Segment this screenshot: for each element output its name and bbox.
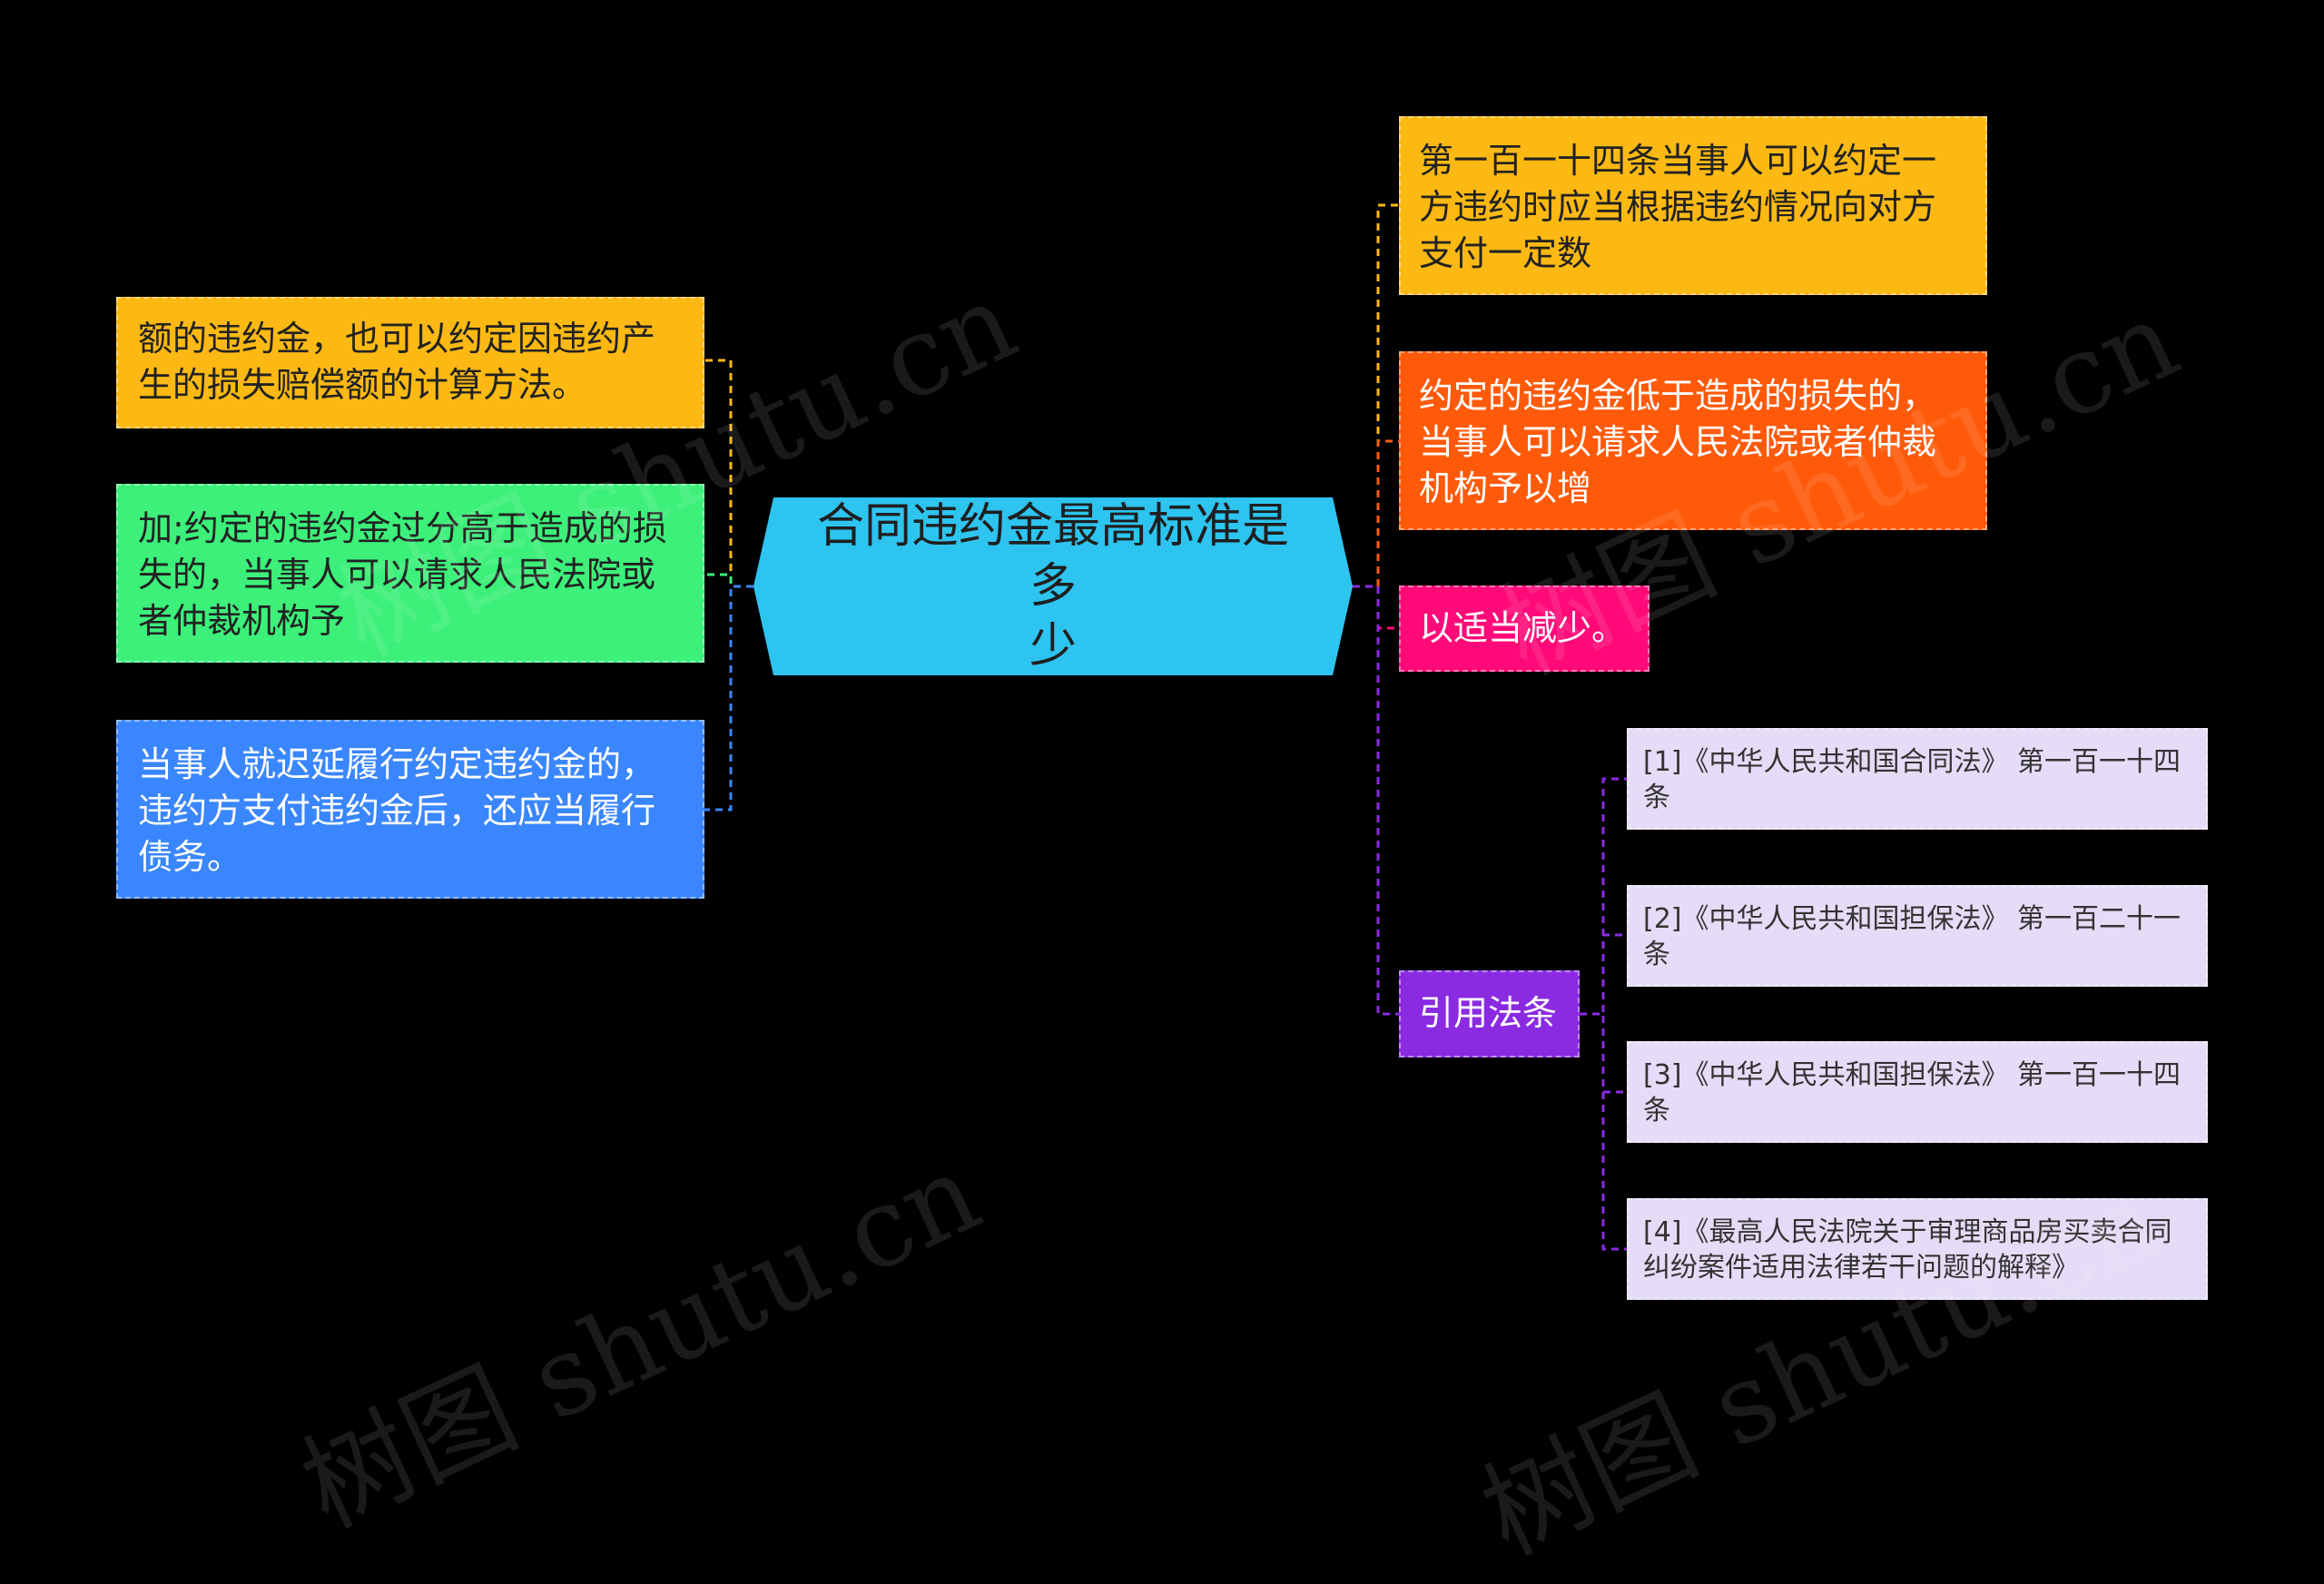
right-node-3[interactable]: 以适当减少。 <box>1399 585 1649 672</box>
right-node-3-text: 以适当减少。 <box>1419 608 1627 648</box>
citation-node-2-text: [2]《中华人民共和国担保法》 第一百二十一 条 <box>1643 903 2181 970</box>
right-node-2-text: 约定的违约金低于造成的损失的， 当事人可以请求人民法院或者仲裁 机构予以增 <box>1419 376 1937 508</box>
citation-node-3[interactable]: [3]《中华人民共和国担保法》 第一百一十四 条 <box>1627 1041 2208 1143</box>
connector-citation-3 <box>1580 1012 1627 1094</box>
connector-citation-2 <box>1580 933 1627 1016</box>
left-node-1[interactable]: 额的违约金，也可以约定因违约产 生的损失赔偿额的计算方法。 <box>116 297 704 428</box>
mindmap-canvas: 合同违约金最高标准是多 少 额的违约金，也可以约定因违约产 生的损失赔偿额的计算… <box>116 116 2208 1579</box>
left-node-1-text: 额的违约金，也可以约定因违约产 生的损失赔偿额的计算方法。 <box>138 319 656 405</box>
connector-citation-4 <box>1580 1012 1627 1251</box>
citation-node-1-text: [1]《中华人民共和国合同法》 第一百一十四 条 <box>1643 746 2181 813</box>
connector-left-2 <box>704 573 753 588</box>
right-node-cited-laws[interactable]: 引用法条 <box>1399 970 1580 1058</box>
left-node-2[interactable]: 加;约定的违约金过分高于造成的损 失的，当事人可以请求人民法院或 者仲裁机构予 <box>116 484 704 663</box>
citation-node-1[interactable]: [1]《中华人民共和国合同法》 第一百一十四 条 <box>1627 728 2208 830</box>
left-node-2-text: 加;约定的违约金过分高于造成的损 失的，当事人可以请求人民法院或 者仲裁机构予 <box>138 508 667 641</box>
root-title: 合同违约金最高标准是多 少 <box>816 499 1289 674</box>
connector-right-2 <box>1353 439 1399 588</box>
citation-node-2[interactable]: [2]《中华人民共和国担保法》 第一百二十一 条 <box>1627 885 2208 987</box>
citation-node-3-text: [3]《中华人民共和国担保法》 第一百一十四 条 <box>1643 1059 2181 1127</box>
connector-right-1 <box>1353 203 1399 588</box>
citation-node-4-text: [4]《最高人民法院关于审理商品房买卖合同 纠纷案件适用法律若干问题的解释》 <box>1643 1216 2172 1284</box>
connector-right-3 <box>1353 585 1399 630</box>
watermark-3: 树图 shutu.cn <box>284 1129 999 1552</box>
connector-left-1 <box>704 359 753 588</box>
right-node-cited-laws-text: 引用法条 <box>1419 993 1558 1033</box>
right-node-1-text: 第一百一十四条当事人可以约定一 方违约时应当根据违约情况向对方 支付一定数 <box>1419 141 1937 273</box>
connector-left-3 <box>704 585 753 812</box>
connector-citation-1 <box>1580 777 1627 1016</box>
right-node-1[interactable]: 第一百一十四条当事人可以约定一 方违约时应当根据违约情况向对方 支付一定数 <box>1399 116 1987 295</box>
connector-right-4 <box>1353 585 1399 1016</box>
citation-node-4[interactable]: [4]《最高人民法院关于审理商品房买卖合同 纠纷案件适用法律若干问题的解释》 <box>1627 1198 2208 1300</box>
root-hexagon-shape <box>753 497 1353 675</box>
left-node-3[interactable]: 当事人就迟延履行约定违约金的， 违约方支付违约金后，还应当履行 债务。 <box>116 720 704 899</box>
root-node[interactable]: 合同违约金最高标准是多 少 <box>753 497 1353 675</box>
left-node-3-text: 当事人就迟延履行约定违约金的， 违约方支付违约金后，还应当履行 债务。 <box>138 744 656 877</box>
right-node-2[interactable]: 约定的违约金低于造成的损失的， 当事人可以请求人民法院或者仲裁 机构予以增 <box>1399 351 1987 530</box>
